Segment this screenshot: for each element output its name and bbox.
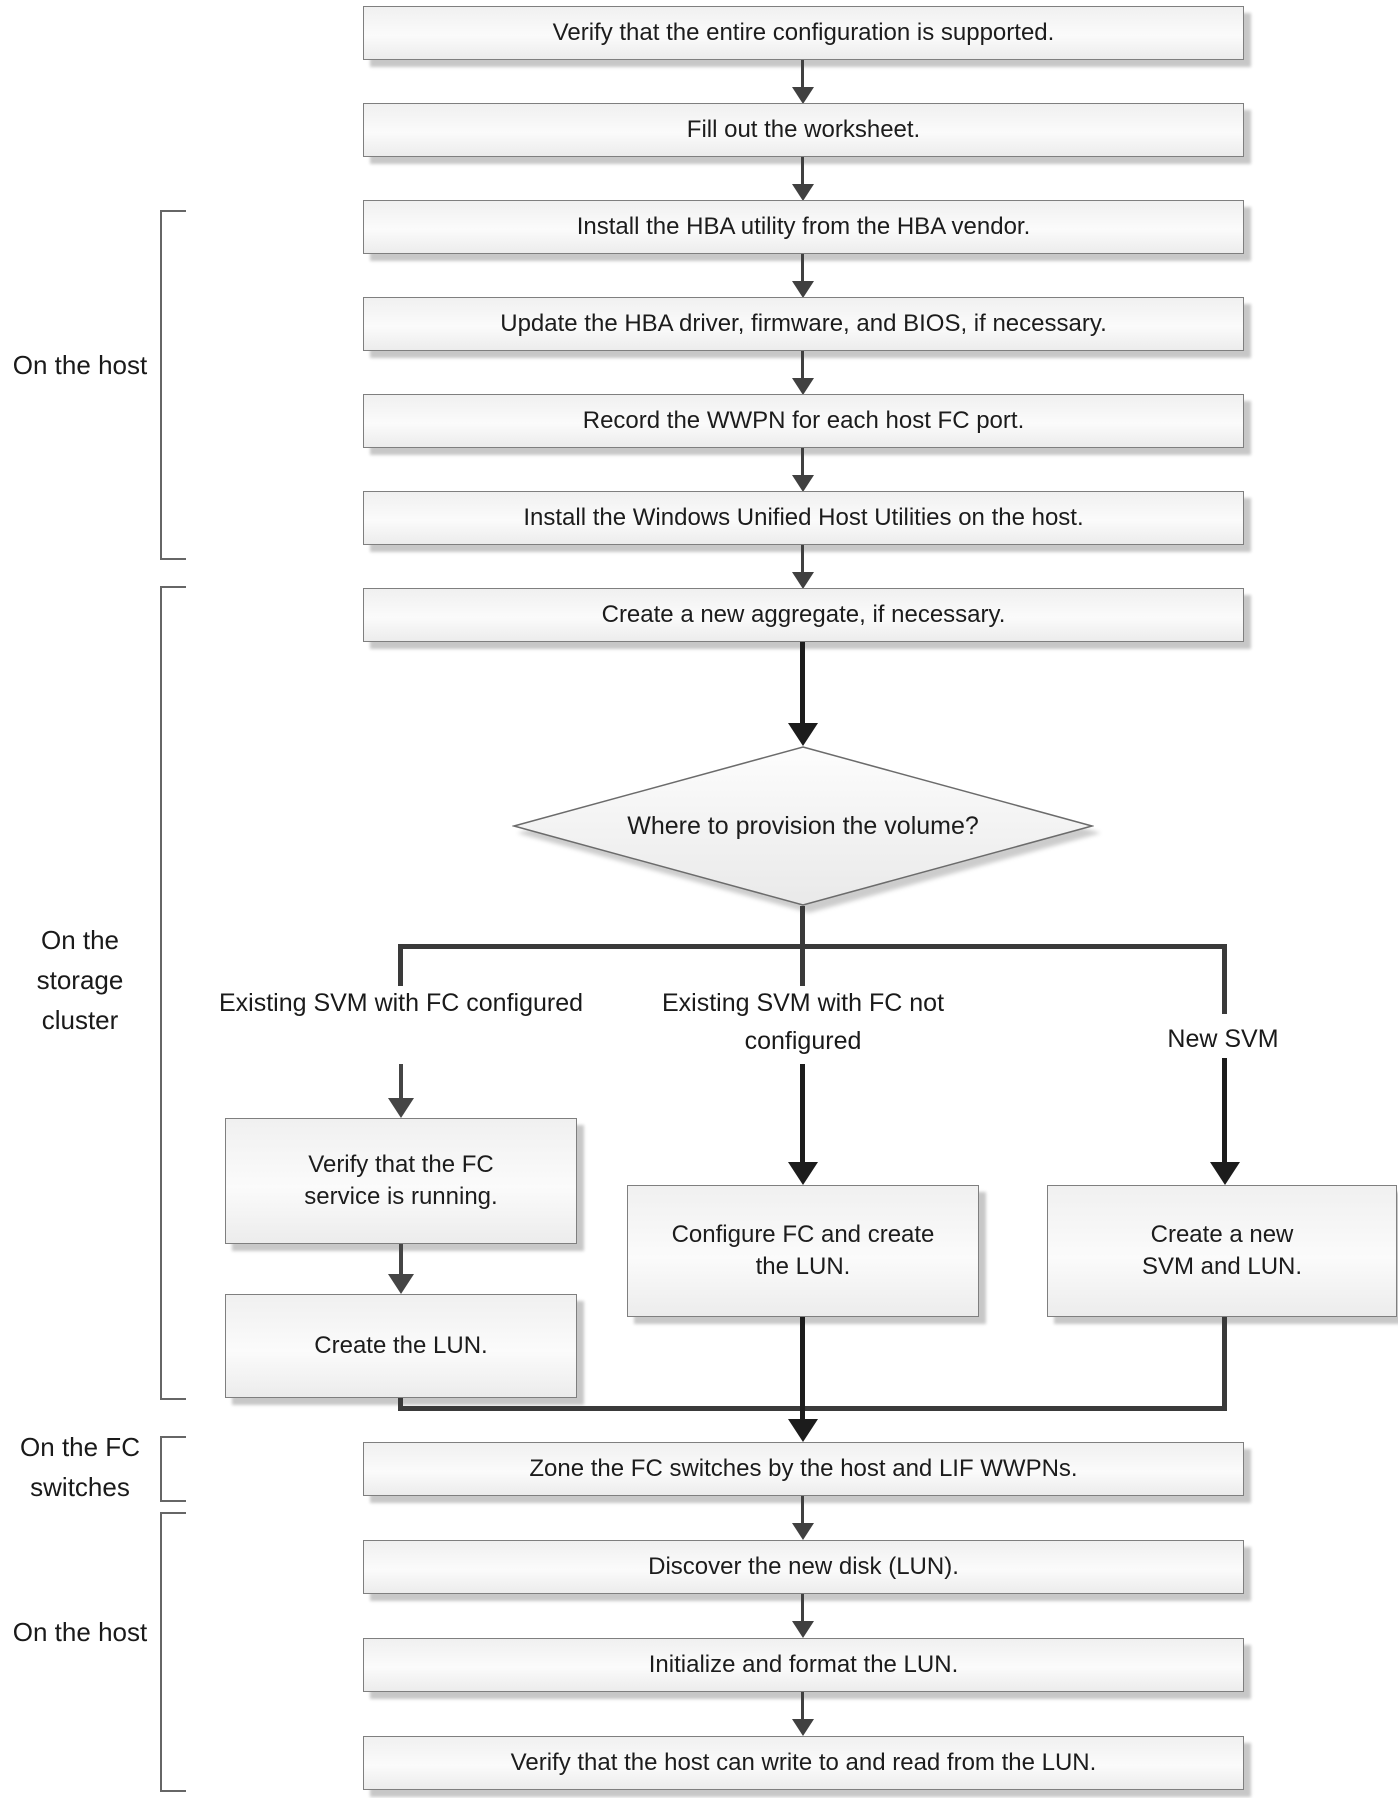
section-label-storage-cluster: On the storage cluster — [5, 920, 155, 1040]
arrow-head — [788, 723, 818, 746]
connector-line — [800, 906, 805, 946]
step-text: Install the Windows Unified Host Utiliti… — [523, 504, 1084, 532]
connector-line — [1222, 1317, 1227, 1411]
arrow-stem — [801, 157, 804, 185]
section-label-line: storage — [36, 965, 124, 995]
section-label-line: switches — [30, 1472, 130, 1502]
arrow-head — [792, 1621, 814, 1638]
arrow-stem — [801, 60, 804, 88]
branch-label-line: FC configured — [425, 989, 584, 1017]
step-configure-fc-create-lun: Configure FC and create the LUN. — [627, 1185, 979, 1317]
arrow-head — [788, 1419, 818, 1442]
section-bracket-fc-switches — [160, 1436, 186, 1502]
step-text: Verify that the entire configuration is … — [552, 19, 1055, 47]
section-label-line: host — [98, 350, 148, 380]
section-bracket-storage-cluster — [160, 586, 186, 1400]
arrow-head — [388, 1274, 414, 1294]
step-text: service is running. — [304, 1183, 498, 1210]
step-text: Discover the new disk (LUN). — [648, 1553, 959, 1581]
section-label-line: On the — [12, 1617, 91, 1647]
arrow-head — [792, 184, 814, 201]
arrow-head — [788, 1162, 818, 1185]
arrow-head — [792, 87, 814, 104]
branch-label-existing-fc-configured: Existing SVM with FC configured — [211, 984, 591, 1022]
step-install-hba-utility: Install the HBA utility from the HBA ven… — [363, 200, 1244, 254]
step-text: Create a new aggregate, if necessary. — [601, 601, 1006, 629]
connector-line — [398, 1406, 1227, 1411]
step-record-wwpn: Record the WWPN for each host FC port. — [363, 394, 1244, 448]
connector-line — [398, 944, 403, 986]
arrow-head — [792, 1719, 814, 1736]
step-text: Fill out the worksheet. — [686, 116, 921, 144]
section-label-fc-switches: On the FC switches — [0, 1427, 160, 1507]
step-fill-worksheet: Fill out the worksheet. — [363, 103, 1244, 157]
section-label-line: On the — [40, 925, 120, 955]
arrow-head — [792, 281, 814, 298]
arrow-stem — [801, 1594, 804, 1622]
branch-label-line: FC not configured — [744, 989, 945, 1055]
arrow-stem — [399, 1244, 403, 1276]
branch-label-line: Existing SVM with — [218, 989, 420, 1017]
step-text: Update the HBA driver, firmware, and BIO… — [500, 310, 1107, 338]
arrow-stem — [800, 1317, 805, 1420]
section-label-host-bottom: On the host — [5, 1612, 155, 1652]
arrow-head — [388, 1098, 414, 1118]
step-text: Create the LUN. — [314, 1332, 488, 1360]
step-zone-fc-switches: Zone the FC switches by the host and LIF… — [363, 1442, 1244, 1496]
arrow-head — [792, 475, 814, 492]
step-create-aggregate: Create a new aggregate, if necessary. — [363, 588, 1244, 642]
step-text: Initialize and format the LUN. — [648, 1651, 959, 1679]
step-text: the LUN. — [755, 1253, 851, 1280]
section-label-line: On the FC — [20, 1432, 140, 1462]
step-initialize-format-lun: Initialize and format the LUN. — [363, 1638, 1244, 1692]
arrow-stem — [801, 351, 804, 379]
step-create-svm-lun: Create a new SVM and LUN. — [1047, 1185, 1397, 1317]
section-label-line: cluster — [41, 1005, 119, 1035]
step-text: Record the WWPN for each host FC port. — [582, 407, 1025, 435]
decision-where-to-provision: Where to provision the volume? — [512, 746, 1094, 906]
step-text: Configure FC and create — [671, 1221, 935, 1249]
arrow-stem — [801, 1496, 804, 1524]
section-label-line: host — [98, 1617, 148, 1647]
arrow-stem — [1222, 1058, 1227, 1163]
branch-label-existing-fc-not-configured: Existing SVM with FC not configured — [613, 984, 993, 1060]
step-verify-fc-service: Verify that the FC service is running. — [225, 1118, 577, 1244]
arrow-head — [1210, 1162, 1240, 1185]
connector-line — [800, 944, 805, 986]
step-text: Verify that the host can write to and re… — [510, 1749, 1097, 1777]
arrow-stem — [801, 448, 804, 476]
arrow-stem — [801, 545, 804, 573]
step-install-host-utilities: Install the Windows Unified Host Utiliti… — [363, 491, 1244, 545]
arrow-head — [792, 1523, 814, 1540]
arrow-stem — [800, 1064, 805, 1163]
step-text: Verify that the FC — [308, 1151, 494, 1179]
decision-diamond-shape — [512, 746, 1094, 906]
connector-line — [398, 1398, 403, 1411]
arrow-stem — [399, 1064, 403, 1100]
connector-line — [398, 944, 1227, 949]
arrow-head — [792, 378, 814, 395]
branch-label-new-svm: New SVM — [1103, 1020, 1343, 1058]
arrow-stem — [801, 1692, 804, 1720]
step-update-hba: Update the HBA driver, firmware, and BIO… — [363, 297, 1244, 351]
connector-line — [1222, 944, 1227, 1014]
step-text: Install the HBA utility from the HBA ven… — [576, 213, 1031, 241]
section-label-host-top: On the host — [5, 345, 155, 385]
step-create-lun: Create the LUN. — [225, 1294, 577, 1398]
section-bracket-host-top — [160, 210, 186, 560]
arrow-stem — [801, 254, 804, 282]
arrow-head — [792, 572, 814, 589]
branch-label-line: New SVM — [1167, 1025, 1279, 1053]
branch-label-line: Existing SVM with — [661, 989, 863, 1017]
step-text: Zone the FC switches by the host and LIF… — [529, 1455, 1078, 1483]
step-discover-disk: Discover the new disk (LUN). — [363, 1540, 1244, 1594]
decision-question: Where to provision the volume? — [627, 811, 979, 840]
step-verify-config: Verify that the entire configuration is … — [363, 6, 1244, 60]
arrow-stem — [800, 642, 805, 724]
step-verify-read-write: Verify that the host can write to and re… — [363, 1736, 1244, 1790]
section-label-line: On the — [12, 350, 91, 380]
step-text: Create a new — [1150, 1221, 1294, 1249]
section-bracket-host-bottom — [160, 1512, 186, 1792]
step-text: SVM and LUN. — [1141, 1253, 1303, 1280]
